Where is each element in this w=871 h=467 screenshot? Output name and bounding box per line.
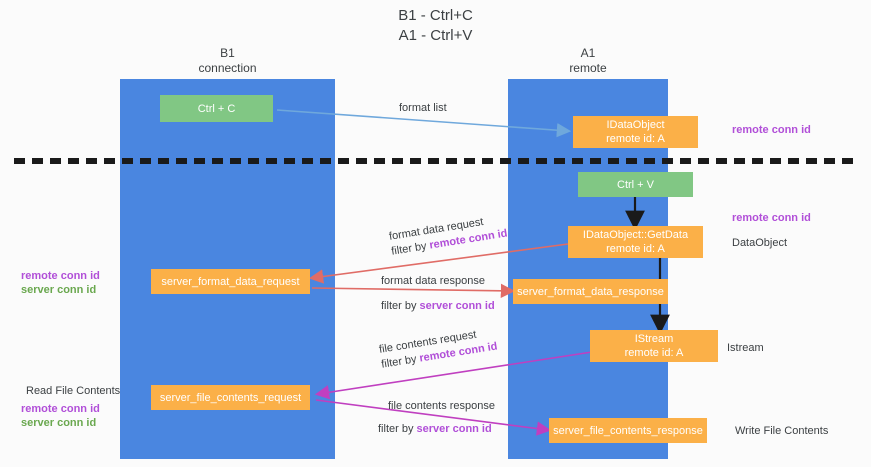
edge-file-contents-response-filter-key: server conn id: [416, 423, 492, 435]
edge-label-format-data-response: format data response filter by server co…: [381, 274, 495, 314]
annotation-right-dataobject: DataObject: [732, 237, 788, 249]
edge-label-format-list-text: format list: [399, 102, 447, 114]
annotation-right-istream: Istream: [727, 342, 764, 354]
edge-file-contents-response-filter-prefix: filter by: [378, 423, 417, 435]
node-server-file-contents-request-label: server_file_contents_request: [159, 391, 302, 404]
node-idataobject-label: IDataObject: [606, 119, 665, 131]
node-server-format-data-request-label: server_format_data_request: [161, 275, 300, 288]
edge-label-format-list: format list: [399, 101, 447, 116]
lane-header-a1: A1 remote: [508, 46, 668, 76]
edge-label-file-contents-request: file contents request filter by remote c…: [378, 325, 499, 373]
edge-format-data-response-filter-key: server conn id: [419, 300, 495, 312]
edge-format-data-response-filter-prefix: filter by: [381, 300, 420, 312]
edge-format-data-response-line1: format data response: [381, 275, 485, 287]
edge-file-contents-response-line1: file contents response: [388, 400, 496, 412]
node-getdata-label: IDataObject::GetData: [582, 229, 689, 241]
edge-file-contents-response-line2: filter by server conn id: [378, 422, 495, 437]
node-idataobject[interactable]: IDataObject remote id: A: [573, 116, 698, 148]
lane-header-b1: B1 connection: [120, 46, 335, 76]
node-ctrl-v[interactable]: Ctrl + V: [578, 172, 693, 197]
node-istream-sub: remote id: A: [624, 347, 684, 359]
annotation-left-remote-conn-id-2: remote conn id: [21, 403, 100, 415]
title-line-1: B1 - Ctrl+C: [398, 7, 473, 24]
annotation-left-server-conn-id: server conn id: [21, 284, 97, 296]
node-server-format-data-response-label: server_format_data_response: [517, 285, 664, 298]
node-ctrl-c-label: Ctrl + C: [197, 102, 236, 115]
annotation-left-server-conn-id-2: server conn id: [21, 417, 97, 429]
lane-header-a1-subtitle: remote: [569, 61, 607, 75]
node-ctrl-v-label: Ctrl + V: [617, 178, 654, 191]
node-server-format-data-response[interactable]: server_format_data_response: [513, 279, 668, 304]
node-server-format-data-request[interactable]: server_format_data_request: [151, 269, 310, 294]
edge-label-file-contents-response: file contents response filter by server …: [378, 399, 496, 437]
node-server-file-contents-response[interactable]: server_file_contents_response: [549, 418, 707, 443]
lane-header-a1-name: A1: [580, 46, 596, 60]
edge-label-format-data-request: format data request filter by remote con…: [388, 212, 509, 260]
node-server-file-contents-request[interactable]: server_file_contents_request: [151, 385, 310, 410]
title-line-2: A1 - Ctrl+V: [398, 27, 473, 44]
annotation-right-write-file-contents: Write File Contents: [735, 425, 829, 437]
page-title: B1 - Ctrl+C A1 - Ctrl+V: [0, 6, 871, 46]
lane-header-b1-subtitle: connection: [198, 61, 257, 75]
node-server-file-contents-response-label: server_file_contents_response: [553, 424, 703, 437]
phase-divider: [14, 158, 859, 164]
node-ctrl-c[interactable]: Ctrl + C: [160, 95, 273, 122]
node-getdata-sub: remote id: A: [606, 243, 665, 255]
lane-header-b1-name: B1: [220, 46, 235, 60]
annotation-left-read-file-contents: Read File Contents: [26, 385, 121, 397]
node-idataobject-sub: remote id: A: [606, 133, 665, 145]
annotation-right-remote-top: remote conn id: [732, 124, 811, 136]
node-istream-label: IStream: [634, 333, 674, 345]
annotation-right-remote-mid: remote conn id: [732, 212, 811, 224]
node-istream[interactable]: IStream remote id: A: [590, 330, 718, 362]
node-idataobject-getdata[interactable]: IDataObject::GetData remote id: A: [568, 226, 703, 258]
edge-format-data-response-line2: filter by server conn id: [381, 299, 495, 314]
annotation-left-remote-conn-id: remote conn id: [21, 270, 100, 282]
